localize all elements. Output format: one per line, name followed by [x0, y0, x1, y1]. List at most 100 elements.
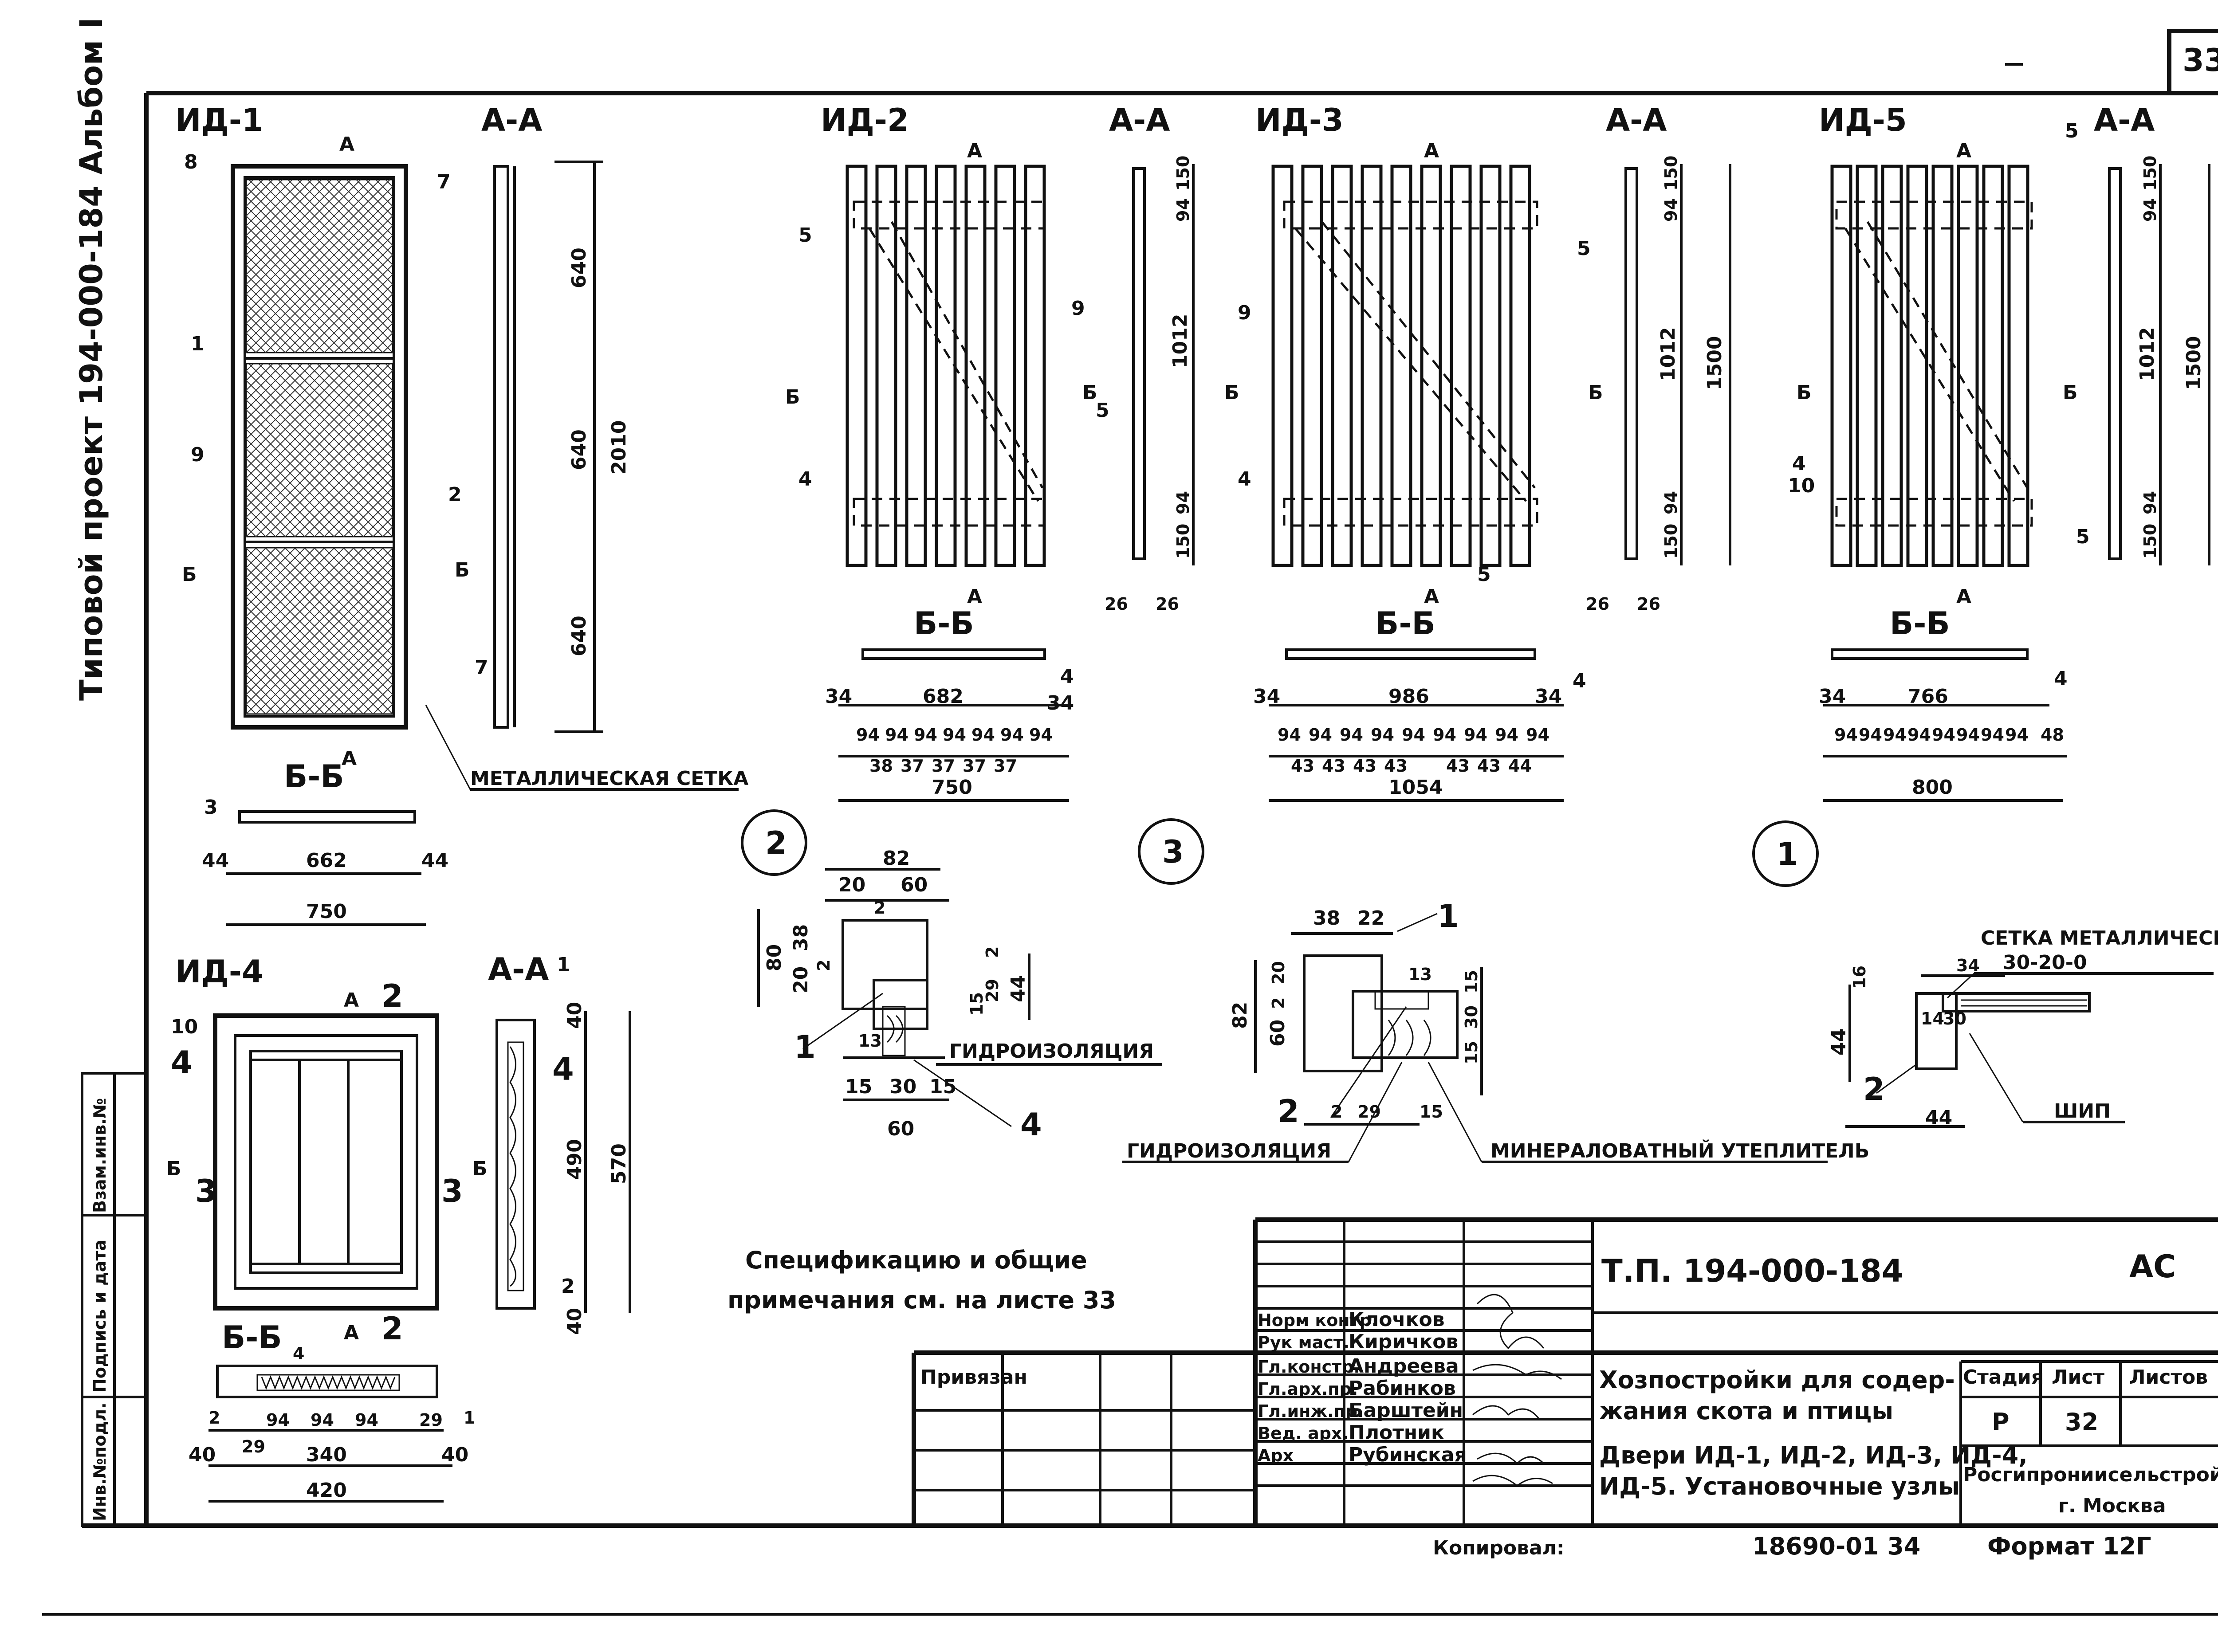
- id4-bb-40l: 40: [189, 1444, 216, 1466]
- id5-section-aa: А-А: [2094, 102, 2155, 138]
- id3-cut-b-right: Б: [1588, 381, 1603, 404]
- id4-bb-29b: 29: [419, 1410, 443, 1430]
- id5-aa-150b: 150: [2140, 524, 2160, 559]
- door-board: [1881, 165, 1903, 567]
- id1-cut-a-top: А: [339, 133, 354, 156]
- id2-bb-94-5: 94: [971, 725, 995, 745]
- id2-cut-b-right: Б: [1082, 381, 1097, 404]
- tb-title-1: Хозпостройки для содер-: [1599, 1366, 1955, 1394]
- id3-aa-150t: 150: [1661, 156, 1681, 191]
- id4-aa-40b: 40: [563, 1308, 586, 1335]
- node1-dim-16: 16: [1850, 965, 1869, 989]
- node2-dim-38: 38: [790, 924, 812, 951]
- node3-dim-22: 22: [1357, 907, 1384, 930]
- door-board: [964, 165, 987, 567]
- door-board: [994, 165, 1016, 567]
- id1-title: ИД-1: [175, 102, 263, 138]
- id2-bb-94-1: 94: [856, 725, 880, 745]
- id2-aa-26b: 26: [1156, 594, 1179, 614]
- id2-callout-4b: 4: [1060, 665, 1074, 688]
- id5-aa-94t: 94: [2140, 198, 2160, 222]
- id5-bb-94-row: 94 94 94 94 94 94 94 94: [1834, 725, 2029, 745]
- id3-bb-94-1: 94: [1278, 725, 1301, 745]
- id3-bb-43-6: 43: [1477, 756, 1501, 776]
- node1-dim-34: 34: [1956, 956, 1980, 975]
- id5-callout-4b: 4: [2054, 667, 2068, 690]
- tb-code: Т.П. 194-000-184: [1601, 1253, 1903, 1289]
- door-board: [1982, 165, 2004, 567]
- id3-bb-44: 44: [1508, 756, 1532, 776]
- id2-aa-26a: 26: [1105, 594, 1128, 614]
- node3-dim-82: 82: [1229, 1002, 1251, 1029]
- node1-label-mesh-code: 30-20-0: [2003, 951, 2087, 974]
- node2-dim-82: 82: [883, 847, 910, 870]
- tb-name-2: Андреева: [1349, 1355, 1459, 1377]
- id3-bb-94-3: 94: [1340, 725, 1363, 745]
- note-line-1: Спецификацию и общие: [745, 1246, 1087, 1274]
- id2-bb-34l: 34: [825, 685, 852, 708]
- door-board: [1024, 165, 1046, 567]
- id4-bb-callout-4: 4: [293, 1344, 304, 1363]
- tb-role-6: Арх: [1258, 1446, 1294, 1465]
- id4-aa-40t: 40: [563, 1002, 586, 1029]
- stamp-podpis: Подпись и дата: [90, 1240, 110, 1393]
- id4-callout-4: 4: [171, 1044, 193, 1081]
- node-2: [741, 809, 1162, 1127]
- door-board: [1361, 165, 1383, 567]
- tb-stage-header: Стадия: [1963, 1366, 2044, 1389]
- id3-cut-b-left: Б: [1224, 381, 1239, 404]
- tb-sheets-header: Листов: [2129, 1366, 2208, 1389]
- id2-callout-5: 5: [798, 224, 812, 247]
- id5-bb-94-1: 94: [1834, 725, 1858, 745]
- id2-bb-94-3: 94: [914, 725, 937, 745]
- tb-name-0: Клочков: [1349, 1308, 1445, 1331]
- id2-bb-94-7: 94: [1029, 725, 1053, 745]
- id1-dim-640a: 640: [568, 247, 590, 288]
- id1-bb-750: 750: [306, 900, 347, 923]
- id1-cut-b-right: Б: [455, 559, 470, 581]
- id3-callout-9: 9: [1238, 302, 1251, 324]
- id5-callout-10: 10: [1788, 475, 1815, 497]
- id4-aa-570: 570: [608, 1143, 630, 1184]
- id5-bb-94-8: 94: [2005, 725, 2029, 745]
- id5-cut-b-left: Б: [1797, 381, 1812, 404]
- id2-bb-gap-row: 38 37 37 37 37: [869, 756, 1017, 776]
- id2-bb-37c: 37: [963, 756, 986, 776]
- id5-bb-34: 34: [1819, 685, 1846, 708]
- id3-bb-43-2: 43: [1322, 756, 1345, 776]
- id5-cut-a-bottom: А: [1956, 585, 1971, 608]
- node1-dim-44v: 44: [1828, 1028, 1850, 1056]
- id4-cut-b-right: Б: [472, 1158, 488, 1180]
- id2-bb-94-6: 94: [1000, 725, 1024, 745]
- id4-callout-3-left: 3: [195, 1173, 217, 1209]
- id2-aa-150t: 150: [1173, 156, 1193, 191]
- door-board: [1509, 165, 1531, 567]
- node3-dim-2b: 2: [1331, 1102, 1342, 1122]
- node2-callout-1: 1: [794, 1029, 816, 1065]
- id2-bb-34r: 34: [1047, 692, 1074, 714]
- tb-role-1: Рук маст.: [1258, 1333, 1349, 1352]
- id5-bb-94-4: 94: [1907, 725, 1931, 745]
- door-board: [875, 165, 897, 567]
- node1-dim-14: 14: [1921, 1009, 1944, 1028]
- node3-dim-13: 13: [1408, 965, 1432, 984]
- id3-title: ИД-3: [1255, 102, 1344, 138]
- id3-bb-43-4: 43: [1384, 756, 1408, 776]
- node3-dim-2a: 2: [1269, 997, 1288, 1009]
- id3-callout-5b: 5: [1477, 563, 1491, 586]
- id4-cut-a-bottom: А: [344, 1322, 359, 1344]
- id2-section-aa: А-А: [1109, 102, 1170, 138]
- id3-boards: [1271, 165, 1531, 567]
- id5-callout-4: 4: [1792, 452, 1806, 475]
- id1-callout-7: 7: [437, 171, 451, 193]
- id3-bb-gap-row: 43 43 43 43 43 43 44: [1291, 756, 1532, 776]
- node3-dim-60: 60: [1266, 1020, 1289, 1047]
- id4-bb-94-1: 94: [266, 1410, 290, 1430]
- title-block-grid: [912, 1217, 2218, 1526]
- tb-kopiroval: Копировал:: [1433, 1537, 1565, 1559]
- id1-section-bb: Б-Б: [284, 758, 344, 795]
- id1-dim-2010: 2010: [608, 420, 630, 475]
- node2-dim-80: 80: [763, 944, 786, 971]
- id2-bb-94-row: 94 94 94 94 94 94 94: [856, 725, 1053, 745]
- door-board: [1479, 165, 1502, 567]
